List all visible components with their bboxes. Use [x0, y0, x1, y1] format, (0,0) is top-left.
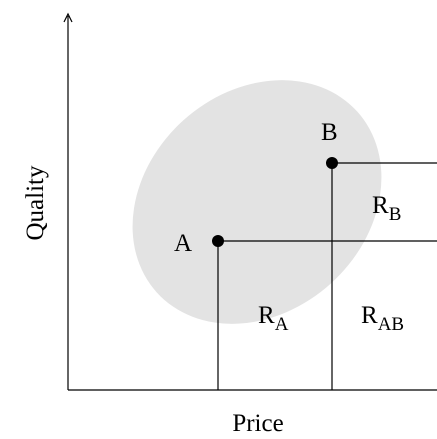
x-axis-label: Price	[232, 410, 283, 437]
region-ra-base: R	[258, 302, 275, 329]
region-rb-base: R	[372, 192, 389, 219]
point-a	[212, 235, 224, 247]
region-ra-label: RA	[258, 302, 289, 335]
region-rab-sub: AB	[378, 314, 404, 335]
region-ra-sub: A	[275, 314, 289, 335]
region-rb-label: RB	[372, 192, 401, 225]
point-b	[326, 157, 338, 169]
point-b-label: B	[321, 119, 338, 146]
y-axis-arrowhead	[63, 12, 73, 23]
y-axis-label: Quality	[22, 165, 49, 240]
preference-ellipse	[132, 80, 382, 324]
region-rab-base: R	[361, 302, 378, 329]
region-rb-sub: B	[389, 204, 402, 225]
point-a-label: A	[174, 230, 192, 257]
region-rab-label: RAB	[361, 302, 404, 335]
